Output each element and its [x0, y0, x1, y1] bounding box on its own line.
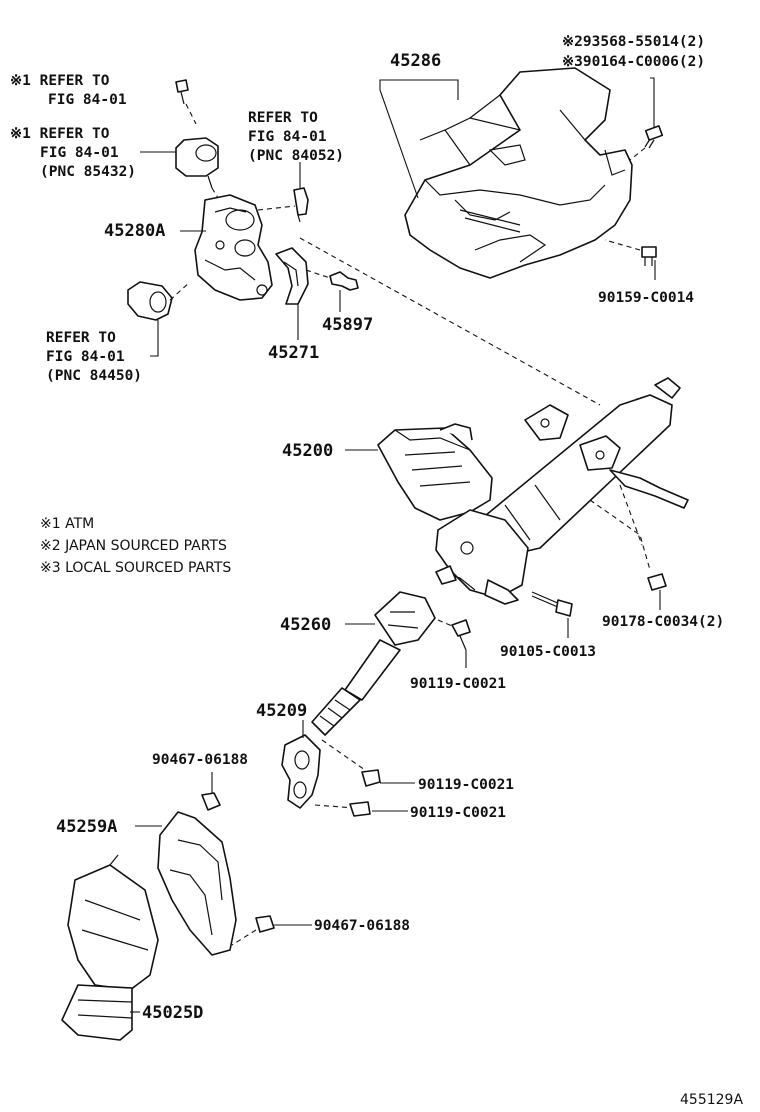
label-90105: 90105-C0013 — [500, 644, 596, 660]
label-45200: 45200 — [282, 441, 333, 461]
screw-90164-icon — [644, 125, 664, 149]
bolt-90119-c-icon — [349, 801, 371, 817]
joint-45209 — [281, 734, 321, 809]
boot-45025D — [61, 854, 159, 1041]
intermediate-shaft-45260 — [311, 591, 436, 736]
label-refer-atm-2-line2: FIG 84-01 — [40, 145, 119, 161]
figure-id: 455129A — [680, 1092, 743, 1108]
label-90159: 90159-C0014 — [598, 290, 694, 306]
bolt-90119-a-icon — [451, 619, 471, 651]
dust-cover-45259A — [157, 811, 237, 956]
label-90467-a: 90467-06188 — [152, 752, 248, 768]
label-90119-c: 90119-C0021 — [410, 805, 506, 821]
label-45280A: 45280A — [104, 221, 165, 241]
label-90178: 90178-C0034(2) — [602, 614, 724, 630]
connector-84052 — [293, 187, 309, 223]
label-90119-a: 90119-C0021 — [410, 676, 506, 692]
lock-housing-45280A — [194, 194, 273, 301]
screw-90159-icon — [641, 246, 657, 266]
label-45897: 45897 — [322, 315, 373, 335]
label-90119-b: 90119-C0021 — [418, 777, 514, 793]
clip-90467-b-icon — [255, 915, 275, 933]
label-45286: 45286 — [390, 51, 441, 71]
label-refer-84450-line2: FIG 84-01 — [46, 349, 125, 365]
clip-90467-a-icon — [201, 792, 221, 811]
screw-45897-icon — [329, 271, 359, 291]
column-cover-45286 — [404, 67, 633, 279]
label-93568: ※293568-55014(2) — [562, 34, 705, 50]
label-refer-84052-line1: REFER TO — [248, 110, 318, 126]
bolt-90119-b-icon — [361, 769, 381, 787]
label-refer-84450-line1: REFER TO — [46, 330, 116, 346]
legend-atm: ※1 ATM — [40, 516, 94, 532]
label-45271: 45271 — [268, 343, 319, 363]
bolt-top-icon — [175, 79, 189, 105]
label-90164: ※390164-C0006(2) — [562, 54, 705, 70]
label-refer-84450-line3: (PNC 84450) — [46, 368, 142, 384]
nut-90178-icon — [647, 573, 667, 591]
steering-column-45200 — [377, 377, 689, 605]
label-45209: 45209 — [256, 701, 307, 721]
bracket-45271 — [275, 247, 309, 305]
label-refer-atm-2-line1: ※1 REFER TO — [10, 126, 110, 142]
label-90467-b: 90467-06188 — [314, 918, 410, 934]
label-refer-atm-2-line3: (PNC 85432) — [40, 164, 136, 180]
label-45260: 45260 — [280, 615, 331, 635]
label-45025D: 45025D — [142, 1003, 203, 1023]
atm-part-84450 — [127, 281, 173, 321]
label-refer-atm-1-line1: ※1 REFER TO — [10, 73, 110, 89]
atm-part-85432 — [175, 137, 219, 189]
legend-local: ※3 LOCAL SOURCED PARTS — [40, 560, 231, 576]
bolt-left-column-icon — [435, 565, 457, 585]
label-refer-atm-1-line2: FIG 84-01 — [48, 92, 127, 108]
bolt-90105-icon — [531, 591, 573, 617]
label-refer-84052-line3: (PNC 84052) — [248, 148, 344, 164]
legend-japan: ※2 JAPAN SOURCED PARTS — [40, 538, 227, 554]
label-refer-84052-line2: FIG 84-01 — [248, 129, 327, 145]
label-45259A: 45259A — [56, 817, 117, 837]
